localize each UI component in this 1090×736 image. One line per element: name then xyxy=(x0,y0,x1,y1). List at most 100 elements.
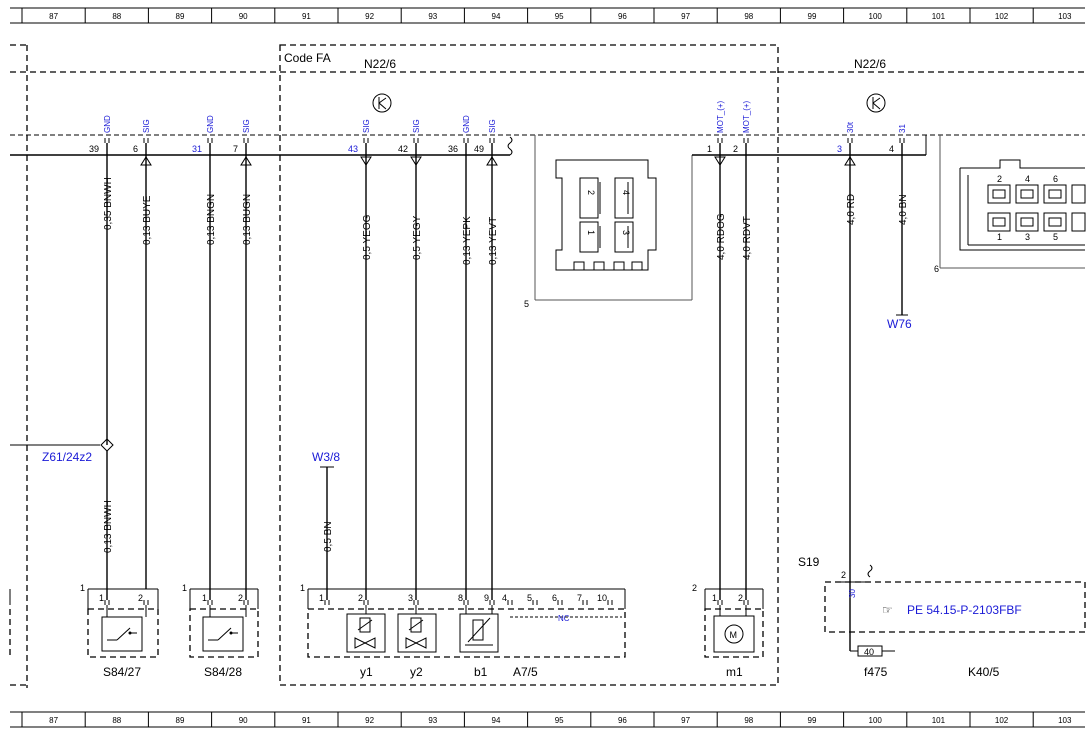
f475-fuse xyxy=(850,645,895,657)
connector-6-pin: 3 xyxy=(1025,232,1030,242)
bottom-pin-number: 2 xyxy=(738,593,743,603)
wire-label: 4,0 RDVT xyxy=(742,216,753,260)
pin-signal-label: 30t xyxy=(846,121,855,133)
wire-label: 0,5 YEGY xyxy=(412,215,423,260)
bottom-pin-number: 7 xyxy=(577,593,582,603)
ruler-top-number: 101 xyxy=(932,12,946,21)
b1-label: b1 xyxy=(474,665,488,679)
nc-label: NC xyxy=(558,614,570,623)
ruler-top-number: 96 xyxy=(618,12,627,21)
ruler-top-number: 90 xyxy=(239,12,248,21)
z61-reference: Z61/24z2 xyxy=(42,450,92,464)
pin-number: 1 xyxy=(707,144,712,154)
pointing-hand-icon: ☞ xyxy=(882,603,893,617)
k40-5-label: K40/5 xyxy=(968,665,1000,679)
s84-28-label: S84/28 xyxy=(204,665,242,679)
ruler-bottom-number: 94 xyxy=(492,716,501,725)
wire-label: 0,13 BUYE xyxy=(142,195,153,245)
fuse-value: 40 xyxy=(864,647,874,657)
bottom-pin-number: 9 xyxy=(484,593,489,603)
bottom-pin-number: 4 xyxy=(502,593,507,603)
n22-6-left-label: N22/6 xyxy=(364,57,396,71)
pin-signal-label: GND xyxy=(206,115,215,133)
wire-label-lower: 0,5 BN xyxy=(323,521,334,552)
ruler-top-number: 88 xyxy=(112,12,121,21)
pin-signal-label: SIG xyxy=(488,119,497,133)
pin-number: 3 xyxy=(837,144,842,154)
connector-5-pin: 3 xyxy=(621,230,631,235)
connector-6-pin: 4 xyxy=(1025,174,1030,184)
ruler-top-number: 93 xyxy=(428,12,437,21)
pin-signal-label: SIG xyxy=(412,119,421,133)
ruler-top-number: 87 xyxy=(49,12,58,21)
wire-label: 0,13 BUGN xyxy=(242,194,253,245)
pe-reference: PE 54.15-P-2103FBF xyxy=(907,603,1022,617)
s84-27-label: S84/27 xyxy=(103,665,141,679)
pin-signal-label: MOT_(+) xyxy=(716,100,725,133)
connector-5-label: 5 xyxy=(524,299,529,309)
pin-number: 7 xyxy=(233,144,238,154)
bottom-pin-number: 1 xyxy=(202,593,207,603)
ruler-top-number: 100 xyxy=(869,12,883,21)
sensor-symbol-right xyxy=(866,93,886,113)
block-number: 2 xyxy=(692,583,697,593)
bottom-ruler xyxy=(10,711,1085,728)
y1-label: y1 xyxy=(360,665,373,679)
left-module-box xyxy=(10,44,280,688)
pin-signal-label: SIG xyxy=(142,119,151,133)
a7-5-module-box xyxy=(307,588,626,658)
code-fa-box xyxy=(279,44,1085,686)
top-ruler xyxy=(10,7,1085,24)
connector-6-label: 6 xyxy=(934,264,939,274)
connector-6-pin: 5 xyxy=(1053,232,1058,242)
pin-signal-label: 31 xyxy=(898,124,907,133)
block-number: 1 xyxy=(80,583,85,593)
ruler-top-number: 89 xyxy=(176,12,185,21)
svg-text:M: M xyxy=(730,630,738,640)
pin-number: 6 xyxy=(133,144,138,154)
ruler-top-number: 95 xyxy=(555,12,564,21)
bottom-pin-number: 5 xyxy=(527,593,532,603)
ruler-top-number: 103 xyxy=(1058,12,1072,21)
block-number: 1 xyxy=(300,583,305,593)
pin-signal-label: SIG xyxy=(242,119,251,133)
s19-pin-number: 2 xyxy=(841,570,846,580)
connector-bus xyxy=(10,134,1085,301)
pin-number: 2 xyxy=(733,144,738,154)
ruler-top-number: 92 xyxy=(365,12,374,21)
m1-label: m1 xyxy=(726,665,743,679)
pin-number: 4 xyxy=(889,144,894,154)
s19-pin-label: 30 xyxy=(848,589,857,598)
ruler-bottom-number: 90 xyxy=(239,716,248,725)
ruler-bottom-number: 92 xyxy=(365,716,374,725)
ruler-bottom-number: 97 xyxy=(681,716,690,725)
s84-28-switch-box xyxy=(189,588,259,658)
connector-6-pin: 2 xyxy=(997,174,1002,184)
wire-label: 4,0 BN xyxy=(898,194,909,225)
connector-6-pin: 1 xyxy=(997,232,1002,242)
connector-5-pin: 2 xyxy=(586,190,596,195)
wire-label: 4,0 RDOG xyxy=(716,213,727,260)
bottom-pin-number: 3 xyxy=(408,593,413,603)
pin-signal-label: MOT_(+) xyxy=(742,100,751,133)
ruler-bottom-number: 93 xyxy=(428,716,437,725)
pin-signal-label: GND xyxy=(462,115,471,133)
bottom-pin-number: 6 xyxy=(552,593,557,603)
pe-reference-box xyxy=(824,581,1086,633)
ruler-bottom-number: 96 xyxy=(618,716,627,725)
bottom-pin-number: 2 xyxy=(358,593,363,603)
w3-8-reference: W3/8 xyxy=(312,450,340,464)
wire-label: 0,5 YEOG xyxy=(362,214,373,260)
pin-number: 43 xyxy=(348,144,358,154)
bottom-pin-number: 1 xyxy=(712,593,717,603)
a7-5-label: A7/5 xyxy=(513,665,538,679)
bottom-pin-number: 2 xyxy=(238,593,243,603)
ruler-bottom-number: 88 xyxy=(112,716,121,725)
wire-label: 0,35 BNWH xyxy=(103,177,114,230)
pin-number: 49 xyxy=(474,144,484,154)
block-number: 1 xyxy=(182,583,187,593)
bottom-pin-number: 1 xyxy=(319,593,324,603)
pin-signal-label: GND xyxy=(103,115,112,133)
connector-5-pin: 1 xyxy=(586,230,596,235)
